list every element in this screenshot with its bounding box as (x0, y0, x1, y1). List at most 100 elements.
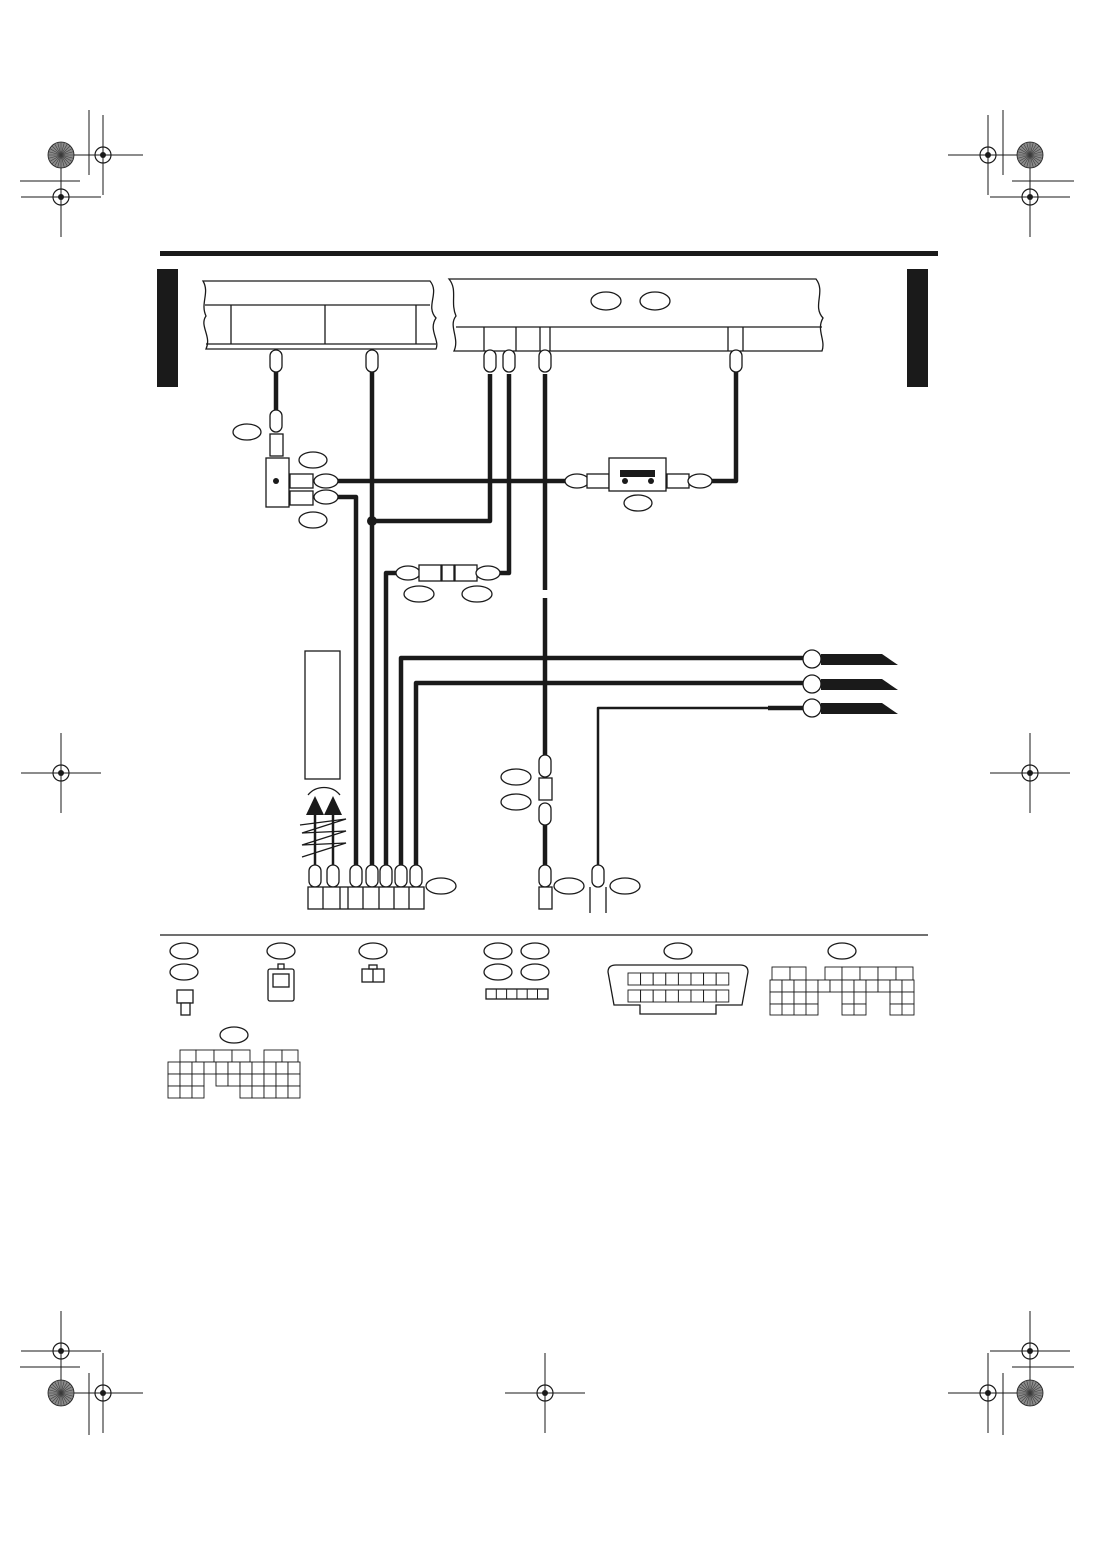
pin-cell (263, 1085, 277, 1099)
pin-cell (877, 966, 897, 981)
connector-id-oval (500, 768, 532, 786)
crosshair-target-icon (990, 733, 1070, 813)
pin-cell (215, 1073, 229, 1087)
crosshair-target-icon (21, 1311, 101, 1391)
component-box-left (201, 280, 438, 350)
connector-id-oval (553, 877, 585, 895)
module-label-oval (590, 291, 622, 311)
connector-id-oval (298, 451, 328, 469)
pin-cell (889, 991, 903, 1005)
pin-cell (213, 1049, 233, 1063)
ground-arrow-icon (299, 786, 347, 858)
pin-cell (805, 991, 819, 1005)
wire-terminal (394, 864, 408, 888)
pin-cell (895, 966, 914, 981)
pin-cell (275, 1061, 289, 1075)
connector-id-oval (461, 585, 493, 603)
pin-cell (195, 1049, 215, 1063)
pin-cell (781, 991, 795, 1005)
pin-cell (824, 966, 843, 981)
wire-terminal (269, 409, 283, 433)
pin-cell (677, 989, 692, 1003)
pin-cell (769, 991, 783, 1005)
pin-cell (263, 1061, 277, 1075)
pin-cell (859, 966, 879, 981)
crosshair-target-icon (21, 157, 101, 237)
pin-cell (239, 1061, 253, 1075)
terminal-circle (802, 649, 822, 669)
side-label-box (304, 650, 341, 780)
wire-terminal (483, 349, 497, 373)
connector-id-oval (500, 793, 532, 811)
pin-cell (191, 1085, 205, 1099)
pin-cell (652, 989, 667, 1003)
wire-terminal (269, 349, 283, 373)
pin-cell (877, 979, 891, 993)
wire-terminal (379, 864, 393, 888)
joint-connector-middle (395, 564, 501, 603)
crosshair-target-icon (505, 1353, 585, 1433)
pin-cell (690, 972, 705, 986)
bottom-connector-main (307, 877, 457, 910)
wiring-harness (273, 372, 803, 866)
pin-cell (769, 979, 783, 993)
crosshair-target-icon (63, 115, 143, 195)
pin-cell (215, 1061, 229, 1075)
pin-cell (665, 989, 679, 1003)
pin-cell (715, 972, 730, 986)
connector-id-oval (425, 877, 457, 895)
pin-cell (281, 1049, 299, 1063)
pin-cell (179, 1073, 193, 1087)
connector-id-oval (298, 511, 328, 529)
pin-cell (841, 979, 855, 993)
pin-cell (239, 1073, 253, 1087)
registration-mark-icon (47, 1379, 75, 1407)
pin-cell (703, 972, 717, 986)
pin-cell (179, 1085, 193, 1099)
registration-mark-icon (1016, 1379, 1044, 1407)
wire-terminal (365, 349, 379, 373)
pin-cell (263, 1073, 277, 1087)
pin-cell (167, 1085, 181, 1099)
wire-terminal (326, 864, 340, 888)
pin-cell (853, 991, 867, 1005)
module-label-oval (639, 291, 671, 311)
pin-cell (227, 1061, 241, 1075)
crosshair-target-icon (990, 1311, 1070, 1391)
crosshair-target-icon (21, 733, 101, 813)
crosshair-target-icon (63, 1353, 143, 1433)
pin-cell (191, 1061, 205, 1075)
wire-terminal (349, 864, 363, 888)
wire-terminal (538, 864, 552, 888)
connector-id-oval (232, 423, 262, 441)
pin-cell (287, 1085, 301, 1099)
pin-cell (227, 1073, 241, 1087)
pin-cell (793, 991, 807, 1005)
pin-cell (239, 1085, 253, 1099)
terminal-circle (802, 674, 822, 694)
pin-cell (715, 989, 730, 1003)
splice-dot (367, 516, 377, 526)
wire-terminal (409, 864, 423, 888)
pin-cell (275, 1073, 289, 1087)
pin-cell (287, 1073, 301, 1087)
pin-cell (771, 966, 791, 981)
wire-terminal (538, 349, 552, 373)
pin-cell (841, 991, 855, 1005)
pin-cell (627, 989, 642, 1003)
header-rule (160, 251, 938, 256)
pin-cell (789, 966, 807, 981)
pin-cell (179, 1061, 193, 1075)
connector-id-oval (609, 877, 641, 895)
pin-cell (817, 979, 831, 993)
pin-cell (703, 989, 717, 1003)
component-box-right (447, 278, 824, 352)
pin-cell (841, 966, 861, 981)
wire-terminal (729, 349, 743, 373)
legend-connector-faces (167, 942, 915, 1099)
pin-cell (652, 972, 667, 986)
pin-cell (191, 1073, 205, 1087)
pin-cell (793, 979, 807, 993)
print-crop-marks (20, 110, 1074, 1435)
pin-cell (690, 989, 705, 1003)
